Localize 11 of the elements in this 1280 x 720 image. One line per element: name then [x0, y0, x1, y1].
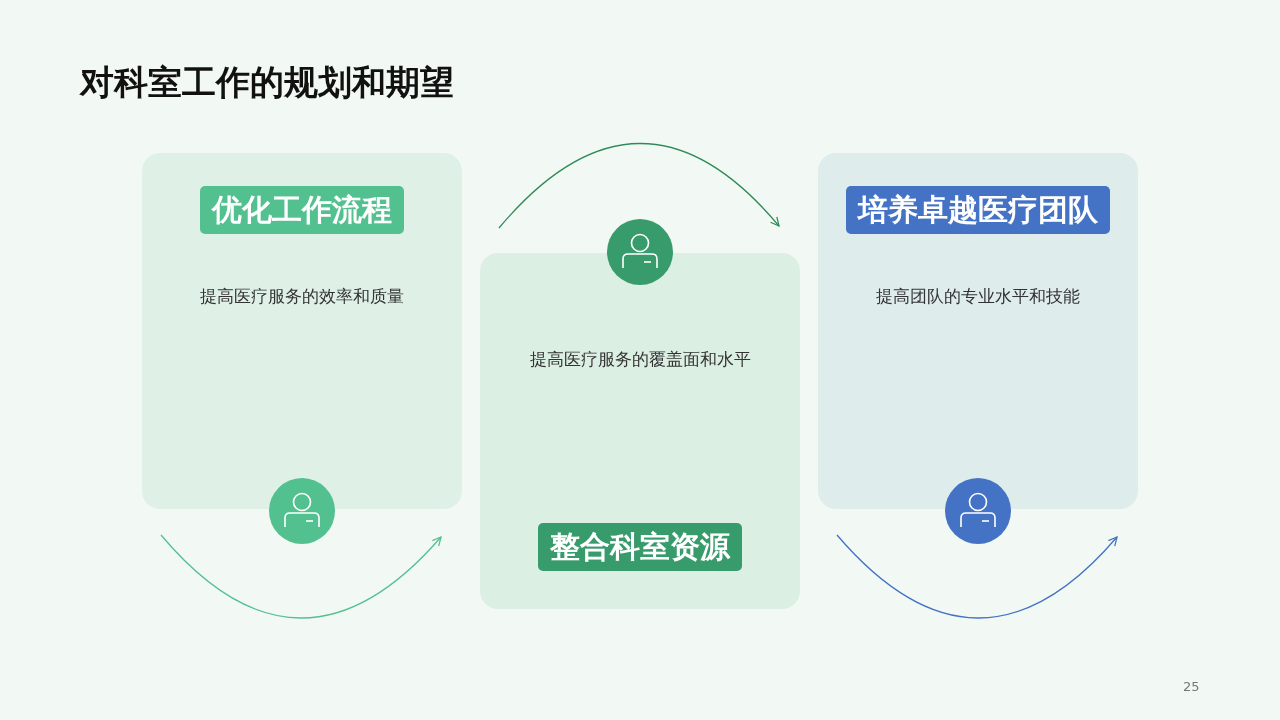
heading-badge: 培养卓越医疗团队	[846, 186, 1110, 234]
description-text: 提高团队的专业水平和技能	[875, 285, 1081, 308]
card-background	[142, 153, 462, 509]
page-number: 25	[1183, 679, 1200, 694]
heading-badge: 整合科室资源	[538, 523, 742, 571]
description-text: 提高医疗服务的覆盖面和水平	[528, 348, 752, 371]
description-text: 提高医疗服务的效率和质量	[199, 285, 405, 308]
slide-title: 对科室工作的规划和期望	[80, 61, 454, 104]
card-background	[818, 153, 1138, 509]
heading-badge: 优化工作流程	[200, 186, 404, 234]
card-background	[480, 253, 800, 609]
